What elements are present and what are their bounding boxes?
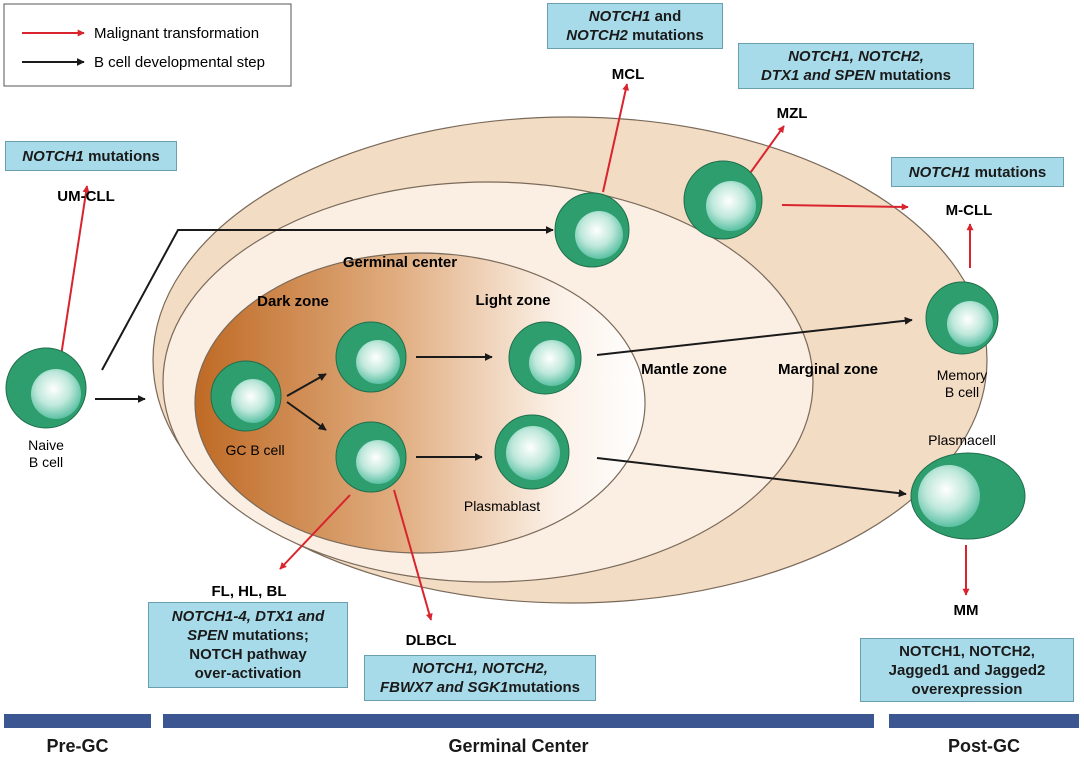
fl-genes-line1: NOTCH1-4, DTX1 and <box>171 608 325 625</box>
plasmablast-label: Plasmablast <box>464 498 540 514</box>
marginal-to-mzl-arrow <box>747 125 785 177</box>
pre-gc-bar <box>4 714 151 728</box>
plasmablast-cell <box>494 414 570 490</box>
um-cll-gene: NOTCH1 <box>22 147 84 165</box>
post-gc-label: Post-GC <box>948 736 1020 756</box>
germinal-center-stage-label: Germinal Center <box>448 736 589 756</box>
m-cll-mutations-text: mutations <box>970 163 1047 181</box>
gc-b-cell-label: GC B cell <box>225 442 284 458</box>
mm-line2: Jagged1 and Jagged2 <box>888 661 1046 679</box>
mantle-zone-label: Mantle zone <box>641 361 727 378</box>
m-cll-mutation-box: NOTCH1 mutations <box>891 157 1064 187</box>
fl-hl-bl-label: FL, HL, BL <box>212 583 287 600</box>
dlbcl-genes-line2: FBWX7 and SGK1 <box>379 679 509 696</box>
mcl-and-text: and <box>650 8 682 25</box>
dark-zone-lower-cell <box>335 421 407 493</box>
dark-zone-label: Dark zone <box>257 293 329 310</box>
naive-to-umcll-arrow <box>60 185 90 357</box>
fl-overactivation-line: over-activation <box>194 665 302 682</box>
germinal-center-label: Germinal center <box>343 254 457 271</box>
gc-to-fl-arrow <box>279 494 351 570</box>
naive-b-cell <box>5 347 87 429</box>
mzl-mutations-text: mutations <box>875 67 952 84</box>
gc-b-cell <box>210 360 282 432</box>
mzl-label: MZL <box>777 105 808 122</box>
mcl-gene-2: NOTCH2 <box>566 27 628 44</box>
gc-to-dark-upper-arrow <box>286 373 327 397</box>
mantle-to-mcl-arrow <box>602 83 630 193</box>
germinal-center-bar <box>163 714 874 728</box>
light-zone-cell <box>508 321 582 395</box>
pre-gc-label: Pre-GC <box>46 736 109 756</box>
dlbcl-mutations-text: mutations <box>508 679 581 696</box>
light-to-memory-arrow <box>596 316 913 356</box>
m-cll-label: M-CLL <box>946 202 993 219</box>
plasmablast-to-plasmacell-arrow <box>596 457 907 498</box>
dlbcl-mutation-box: NOTCH1, NOTCH2, FBWX7 and SGK1mutations <box>364 655 596 701</box>
um-cll-label: UM-CLL <box>57 188 114 205</box>
mcl-mutations-text: mutations <box>627 27 704 44</box>
marginal-zone-cell <box>683 160 763 240</box>
naive-to-mantle-arrow <box>101 226 554 371</box>
memory-label-line1: Memory <box>937 367 988 383</box>
dlbcl-label: DLBCL <box>406 632 457 649</box>
dlbcl-genes-line1: NOTCH1, NOTCH2, <box>412 660 548 677</box>
mcl-gene-1: NOTCH1 <box>588 8 651 25</box>
legend-developmental-label: B cell developmental step <box>94 54 265 71</box>
fl-gene-spen: SPEN <box>187 627 228 644</box>
gc-to-dark-lower-arrow <box>286 401 327 431</box>
mm-line3: overexpression <box>911 680 1023 698</box>
legend-box <box>3 3 292 87</box>
naive-label-line1: Naive <box>28 437 64 453</box>
memory-label-line2: B cell <box>945 384 979 400</box>
mzl-genes-line1: NOTCH1, NOTCH2, <box>788 48 924 65</box>
mcl-label: MCL <box>612 66 645 83</box>
fl-mutations-text: mutations; <box>228 627 309 644</box>
fl-pathway-line: NOTCH pathway <box>189 646 307 663</box>
mm-line1: NOTCH1, NOTCH2, <box>899 642 1035 660</box>
plasmacell-label: Plasmacell <box>928 432 996 448</box>
marginal-zone-label: Marginal zone <box>778 361 878 378</box>
marginal-to-mcll-arrow <box>781 203 909 211</box>
mcl-mutation-box: NOTCH1 and NOTCH2 mutations <box>547 3 723 49</box>
um-cll-mutation-box: NOTCH1 mutations <box>5 141 177 171</box>
mzl-mutation-box: NOTCH1, NOTCH2, DTX1 and SPEN mutations <box>738 43 974 89</box>
post-gc-bar <box>889 714 1079 728</box>
dark-zone-upper-cell <box>335 321 407 393</box>
naive-label-line2: B cell <box>29 454 63 470</box>
light-zone-label: Light zone <box>476 292 551 309</box>
mm-label: MM <box>954 602 979 619</box>
mantle-zone-cell <box>554 192 630 268</box>
gc-to-dlbcl-arrow <box>393 489 433 621</box>
mzl-genes-line2: DTX1 and SPEN <box>760 67 876 84</box>
plasmacell <box>910 452 1026 540</box>
fl-mutation-box: NOTCH1-4, DTX1 and SPEN mutations; NOTCH… <box>148 602 348 688</box>
mm-expression-box: NOTCH1, NOTCH2, Jagged1 and Jagged2 over… <box>860 638 1074 702</box>
memory-b-cell <box>925 281 999 355</box>
legend-malignant-label: Malignant transformation <box>94 25 259 42</box>
m-cll-gene: NOTCH1 <box>908 163 971 181</box>
um-cll-mutations-text: mutations <box>83 147 160 165</box>
